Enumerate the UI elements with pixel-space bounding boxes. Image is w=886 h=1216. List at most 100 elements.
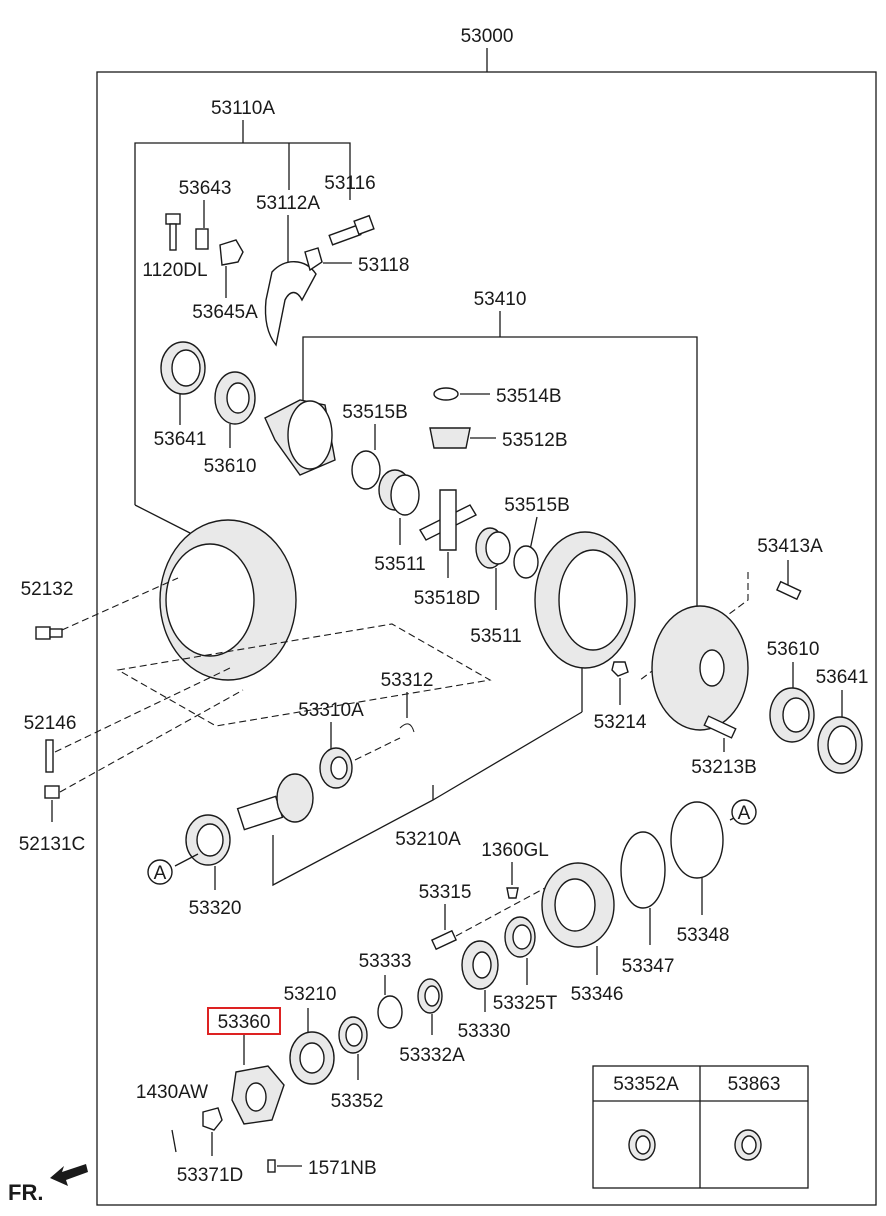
bearing-53610-right: [769, 687, 815, 743]
bearing-53330: [461, 940, 499, 990]
gasket-outline: [116, 623, 492, 727]
bearing-cup-53641-right: [817, 716, 863, 774]
label-53610-left[interactable]: 53610: [204, 456, 257, 477]
label-53515B-lower[interactable]: 53515B: [504, 495, 570, 516]
companion-flange-53360: [231, 1065, 285, 1125]
bearing-cap-53112A: [264, 261, 317, 347]
leader-callout-A-left: [174, 853, 199, 867]
bearing-cup-53641-left: [160, 341, 206, 395]
label-52132[interactable]: 52132: [21, 579, 74, 600]
lock-plate-53645A: [219, 239, 244, 266]
callout-A-right-text: A: [738, 803, 751, 824]
washer-53333: [377, 995, 403, 1029]
nipple-1360GL: [506, 887, 519, 899]
dash-52132: [61, 577, 179, 631]
bolt-52131C: [44, 785, 60, 799]
dash-52146: [54, 667, 231, 753]
dash-53312: [354, 737, 401, 761]
label-53214[interactable]: 53214: [594, 712, 647, 733]
label-52131C[interactable]: 52131C: [19, 834, 86, 855]
ring-53312: [399, 723, 415, 733]
label-1120DL[interactable]: 1120DL: [142, 260, 207, 281]
front-arrow-icon: [50, 1164, 88, 1186]
bracket-53110A: [134, 142, 351, 505]
side-gear-53511-upper: [378, 469, 420, 516]
plate-53643: [195, 228, 209, 250]
differential-cover-assembly: [651, 605, 749, 731]
label-53333[interactable]: 53333: [359, 951, 412, 972]
label-53518D[interactable]: 53518D: [414, 588, 481, 609]
inset-col2-header[interactable]: 53863: [728, 1074, 781, 1095]
label-1571NB[interactable]: 1571NB: [308, 1158, 377, 1179]
bolt-53213B: [703, 715, 737, 739]
ring-gear: [534, 531, 636, 669]
nut-53371D: [202, 1107, 223, 1131]
spacer-53332A: [417, 978, 443, 1014]
side-gear-53511-lower: [475, 527, 511, 569]
label-53512B[interactable]: 53512B: [502, 430, 568, 451]
washer-53514B: [433, 387, 459, 401]
label-53352[interactable]: 53352: [331, 1091, 384, 1112]
label-53514B[interactable]: 53514B: [496, 386, 562, 407]
label-53360[interactable]: 53360: [218, 1012, 271, 1033]
label-53643[interactable]: 53643: [179, 178, 232, 199]
label-53410[interactable]: 53410: [474, 289, 527, 310]
label-53641-right[interactable]: 53641: [816, 667, 869, 688]
leader-53110A-housing: [134, 504, 191, 534]
label-53511-upper[interactable]: 53511: [374, 554, 425, 575]
bolt-1120DL: [165, 213, 181, 251]
label-52146[interactable]: 52146: [24, 713, 77, 734]
label-53210A[interactable]: 53210A: [395, 829, 461, 850]
label-53310A[interactable]: 53310A: [298, 700, 364, 721]
label-1360GL[interactable]: 1360GL: [481, 840, 549, 861]
callout-A-right: [731, 799, 757, 825]
seal-53352A: [628, 1129, 656, 1161]
label-53315[interactable]: 53315: [419, 882, 472, 903]
label-53112A[interactable]: 53112A: [256, 193, 320, 214]
clip-53118: [304, 247, 323, 272]
nut-53214: [611, 661, 629, 677]
label-53371D[interactable]: 53371D: [177, 1165, 244, 1186]
inset-col1-header[interactable]: 53352A: [613, 1074, 679, 1095]
dash-53413A: [639, 572, 749, 681]
label-53332A[interactable]: 53332A: [399, 1045, 465, 1066]
label-53210[interactable]: 53210: [284, 984, 337, 1005]
label-53213B[interactable]: 53213B: [691, 757, 757, 778]
callout-A-left-text: A: [154, 863, 167, 884]
label-53000[interactable]: 53000: [461, 26, 514, 47]
bearing-53325T: [504, 916, 536, 958]
label-53320[interactable]: 53320: [189, 898, 242, 919]
bolt-53315: [430, 929, 458, 951]
inset-table: [592, 1065, 809, 1189]
differential-case-53410: [264, 399, 336, 476]
bearing-53320: [185, 814, 231, 866]
label-53118[interactable]: 53118: [358, 255, 409, 276]
drive-pinion-53210A: [236, 773, 314, 831]
label-53348[interactable]: 53348: [677, 925, 730, 946]
label-53325T[interactable]: 53325T: [493, 993, 558, 1014]
label-53346[interactable]: 53346: [571, 984, 624, 1005]
seal-53863: [734, 1129, 762, 1161]
dash-52131C: [59, 689, 244, 793]
label-53330[interactable]: 53330: [458, 1021, 511, 1042]
dash-53315: [455, 887, 546, 937]
label-53347[interactable]: 53347: [622, 956, 675, 977]
label-1430AW[interactable]: 1430AW: [136, 1082, 208, 1103]
label-53645A[interactable]: 53645A: [192, 302, 258, 323]
bolt-52132: [35, 626, 63, 640]
highlight-box-53360: [207, 1007, 281, 1035]
label-53515B-upper[interactable]: 53515B: [342, 402, 408, 423]
shim-53347: [620, 831, 666, 909]
pin-52146: [45, 739, 54, 773]
label-53641-left[interactable]: 53641: [154, 429, 207, 450]
label-53312[interactable]: 53312: [381, 670, 434, 691]
label-53511-lower[interactable]: 53511: [470, 626, 521, 647]
label-53116[interactable]: 53116: [324, 173, 375, 194]
leader-53210A-ring: [432, 711, 583, 801]
label-53610-right[interactable]: 53610: [767, 639, 820, 660]
label-53110A[interactable]: 53110A: [211, 98, 275, 119]
seal-53352: [338, 1016, 368, 1054]
label-53413A[interactable]: 53413A: [757, 536, 823, 557]
